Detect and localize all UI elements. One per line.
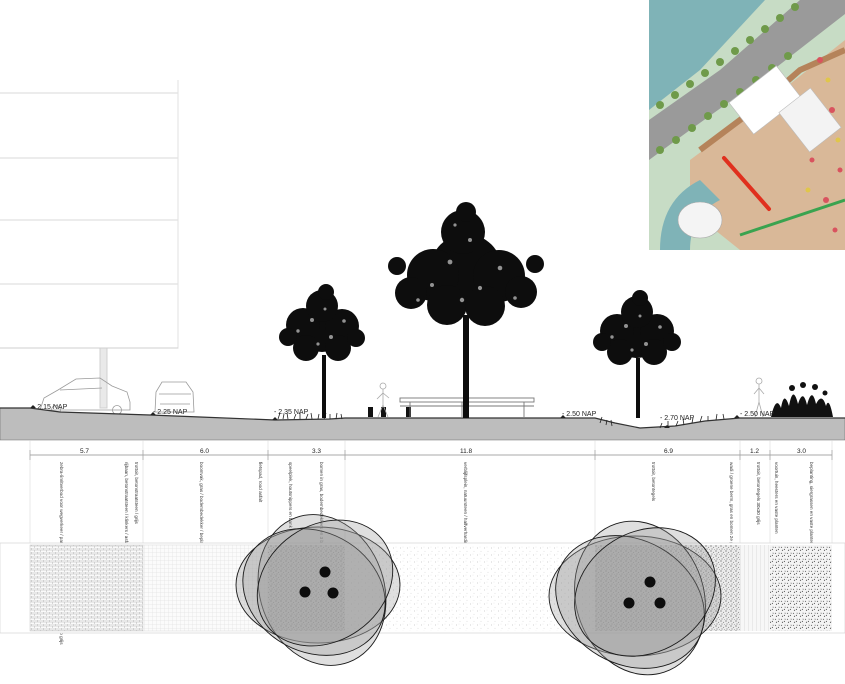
annotation-note: trottoir, betontegels 30x30 grijs xyxy=(756,462,761,525)
tree-trunks-plan-right xyxy=(623,576,666,609)
level-label: - 2.50 NAP xyxy=(562,411,597,418)
level-label: - 2.25 NAP xyxy=(153,409,188,416)
width-value: 11.8 xyxy=(460,448,473,455)
annotation-note: boomvak, gras / bodembedekker / beplanti… xyxy=(199,462,204,590)
annotation-note: trottoir, betonstraatsteen / grijs xyxy=(134,462,139,524)
annotation-note: voortuin, heesters en vaste planten xyxy=(774,462,779,534)
level-label: - 2.15 NAP xyxy=(33,404,68,411)
ground-section xyxy=(0,407,845,441)
width-value: 1.2 xyxy=(750,448,759,455)
person-figure-right xyxy=(753,377,765,418)
annotation-note: rijbaan, betonstraatsteen / klinkers / a… xyxy=(124,462,129,561)
annotation-note: bomen in gras, bodembedekkers en 3 bomen xyxy=(319,462,324,555)
tree-crowns-plan-right xyxy=(548,520,722,676)
plan-parking-paving xyxy=(29,544,144,632)
person-figure xyxy=(376,382,390,418)
width-value: 5.7 xyxy=(80,448,89,455)
plan-sidewalk xyxy=(740,545,770,631)
annotation-note: wadi / groene berm, gras en bomen 2e gro… xyxy=(729,462,734,557)
annotation-note: fietspad, rood asfalt xyxy=(258,462,263,503)
level-label: - 2.70 NAP xyxy=(660,415,695,422)
tree-elevation-large-center xyxy=(388,202,544,418)
tree-elevation-small-left xyxy=(279,284,365,418)
car-silhouette-front xyxy=(154,381,195,413)
annotation-note: trottoir, betontegels xyxy=(651,462,656,502)
bollards xyxy=(368,407,411,417)
plan-planting-bed xyxy=(770,545,832,631)
tree-crowns-plan-left xyxy=(235,514,401,666)
width-value: 3.3 xyxy=(312,448,321,455)
width-value: 6.0 xyxy=(200,448,209,455)
tree-trunks-plan-left xyxy=(299,566,339,599)
perennial-planting xyxy=(771,382,833,417)
dimension-values: 5.7 6.0 3.3 11.8 6.9 1.2 3.0 xyxy=(80,448,806,455)
grass-strip xyxy=(277,412,725,429)
width-value: 3.0 xyxy=(797,448,806,455)
annotation-note: beplanting, siergrassen en vaste planten… xyxy=(809,462,814,566)
annotation-note: speelplek, houtsnippers en bank xyxy=(288,462,293,529)
level-labels: - 2.15 NAP - 2.25 NAP - 2.35 NAP - 2.50 … xyxy=(30,404,775,428)
dimension-line xyxy=(29,440,833,545)
building-outline xyxy=(0,80,179,409)
width-value: 6.9 xyxy=(664,448,673,455)
level-label: - 2.35 NAP xyxy=(274,409,309,416)
level-label: - 2.50 NAP xyxy=(740,411,775,418)
section-marker xyxy=(722,156,771,211)
annotation-note: verblijfsplein, natuursteen / halfverhar… xyxy=(463,462,468,547)
tree-elevation-small-right xyxy=(593,290,681,418)
key-map xyxy=(649,0,845,250)
